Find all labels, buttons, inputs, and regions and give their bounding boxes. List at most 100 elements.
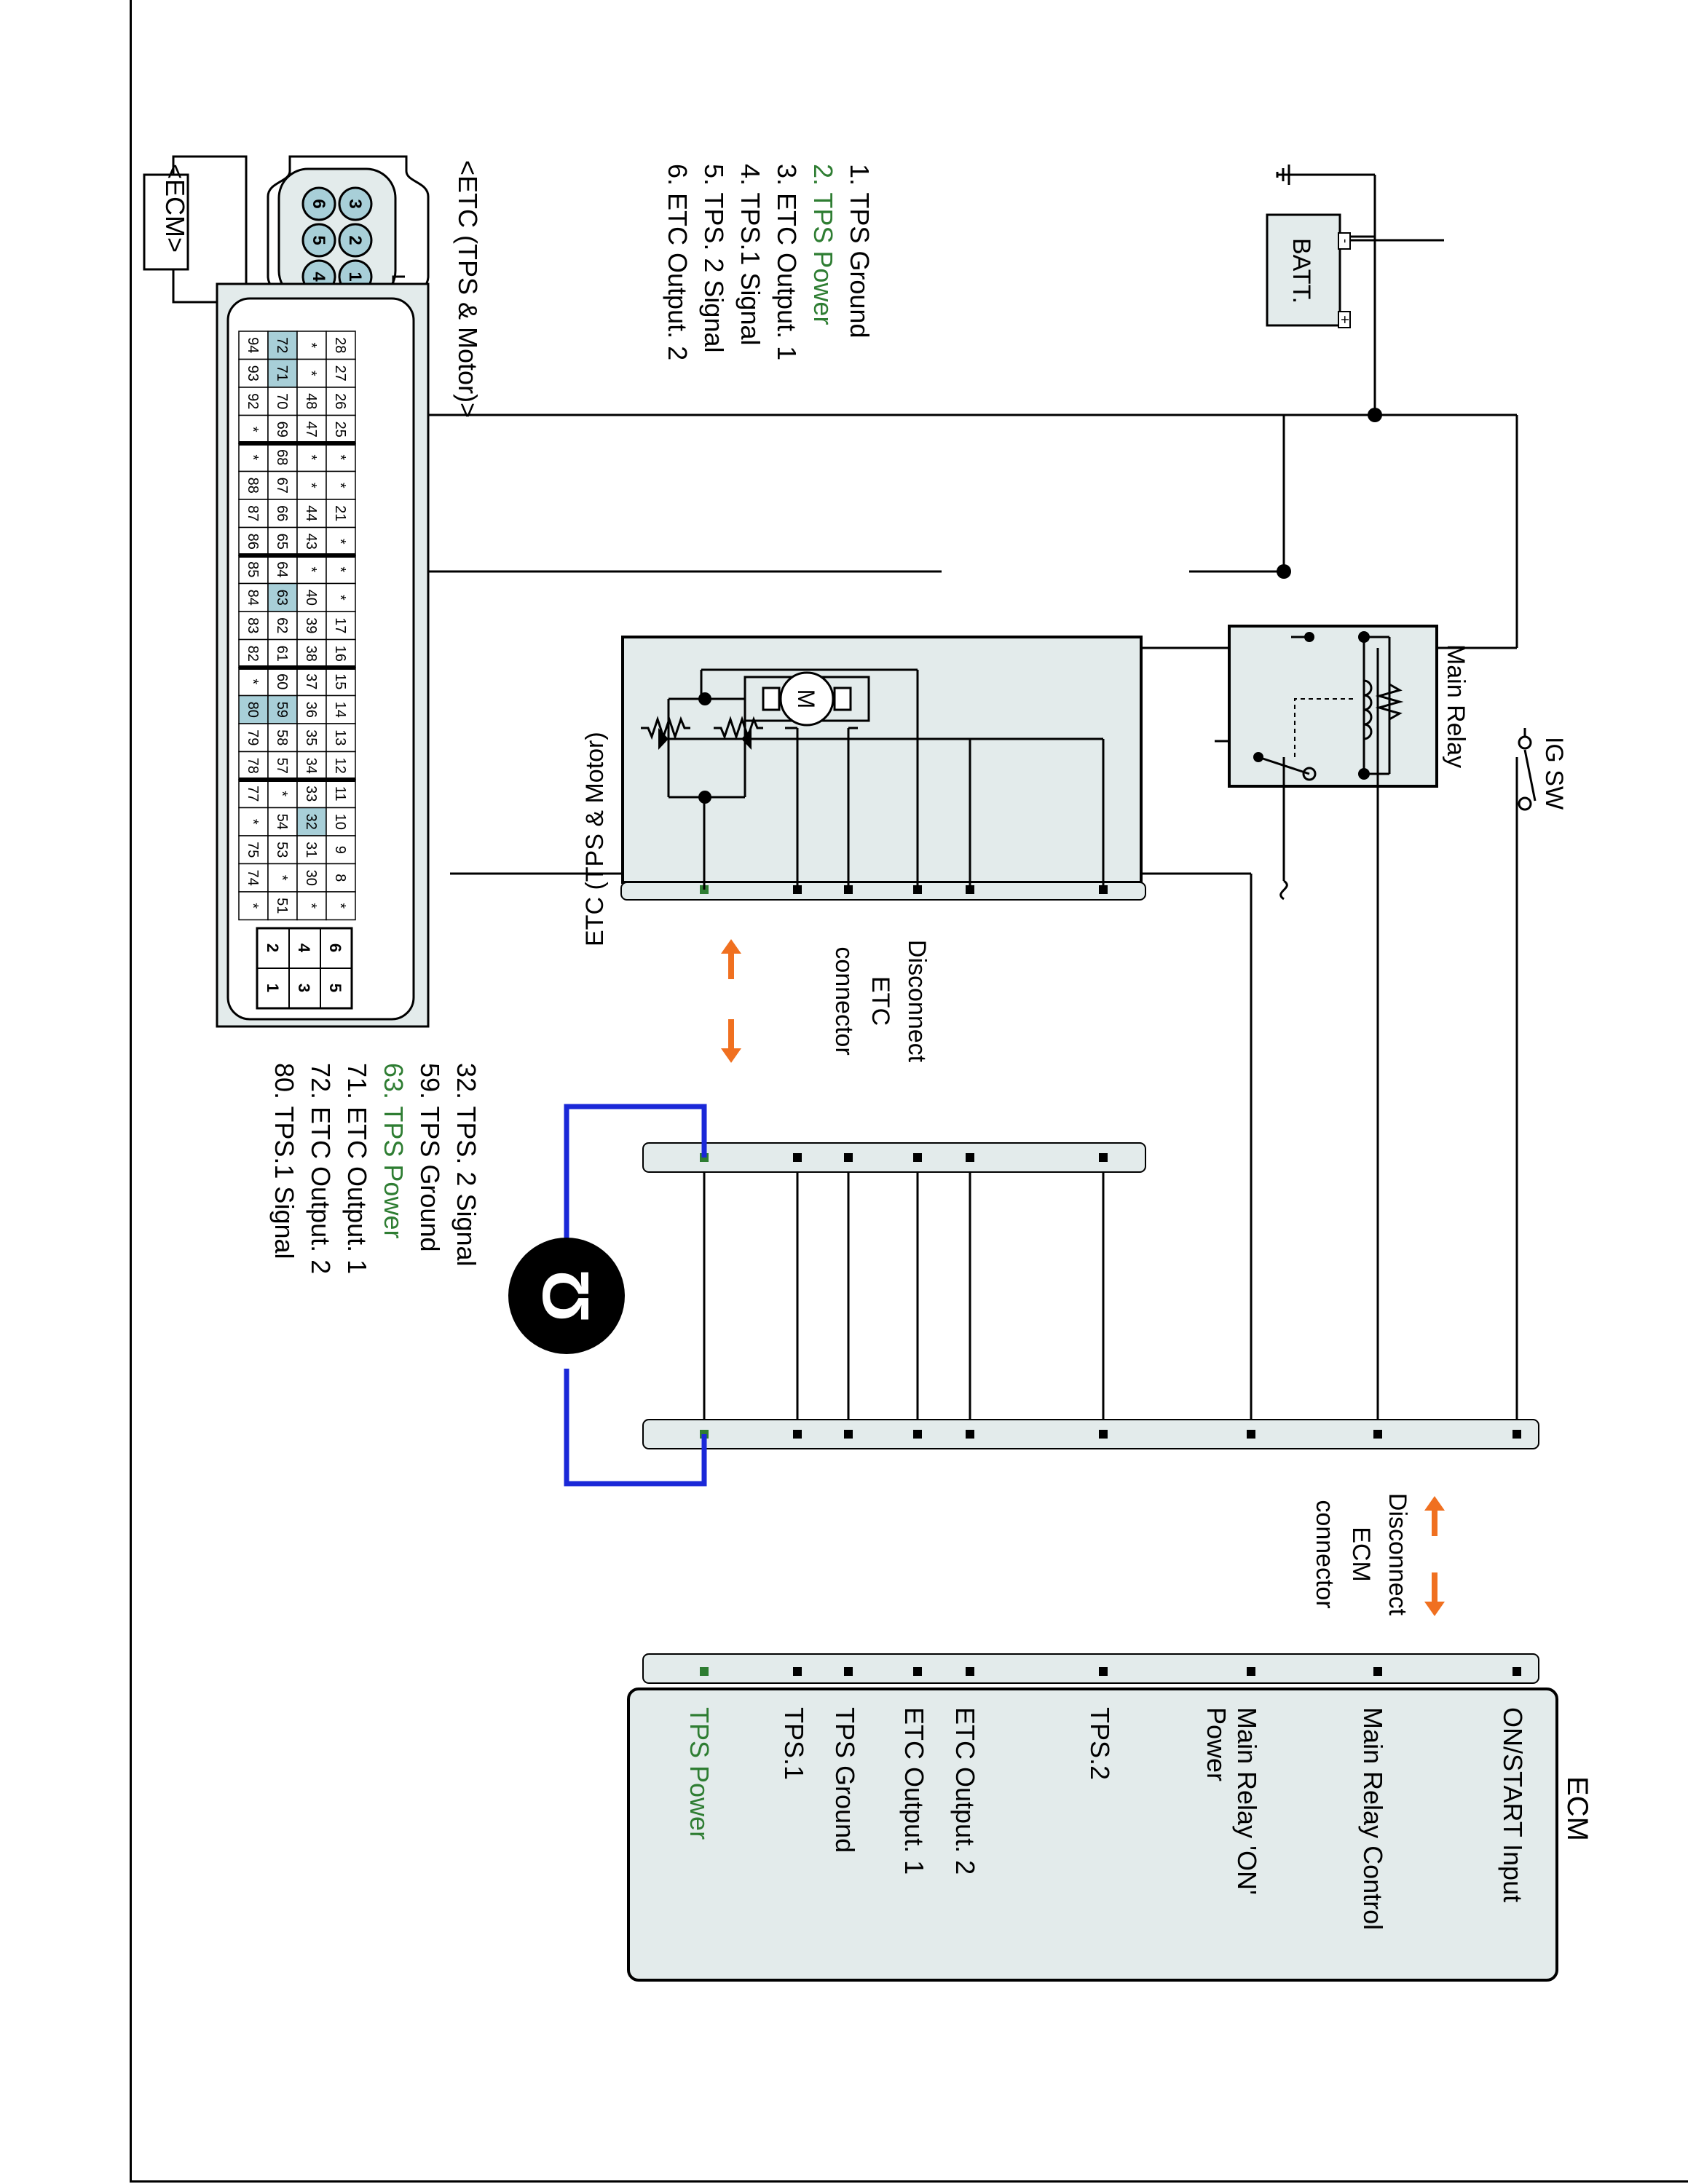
ecm-pin-number: *	[245, 903, 261, 909]
ecm-pin-number: *	[303, 566, 319, 572]
battery-minus-label: -	[1338, 239, 1353, 243]
ecm-pin-number: 84	[245, 590, 261, 606]
ecm-pin-number: *	[303, 371, 319, 376]
etc-pin-item: 3. ETC Output. 1	[772, 164, 802, 360]
ecm-pin-number: 25	[332, 422, 348, 438]
etc-disconnect-line: connector	[830, 946, 858, 1055]
ecm-pin-number: 74	[245, 870, 261, 886]
ecm-harness-connector	[642, 1419, 1539, 1449]
ecm-pin-number: 77	[245, 786, 261, 802]
ecm-pin-number: *	[332, 483, 348, 488]
ecm-pin-number: 75	[245, 842, 261, 858]
ecm-label-tps2: TPS.2	[1085, 1707, 1115, 1780]
ecm-label-on-start: ON/START Input	[1498, 1707, 1528, 1902]
ecm-pin-item: 80. TPS.1 Signal	[269, 1063, 299, 1259]
etc-face-pin: 1	[345, 272, 365, 281]
ecm-pin-number: *	[245, 454, 261, 460]
harness-wires	[703, 648, 1518, 1420]
ecm-pin-number: 62	[274, 617, 290, 633]
ecm-pin-number: 93	[245, 365, 261, 381]
relay-output-wire	[1279, 757, 1288, 901]
ecm-label-tps-ground: TPS Ground	[830, 1707, 860, 1853]
ecm-pin-number: 47	[303, 422, 319, 438]
ecm-small-pin: 1	[264, 984, 282, 992]
ecm-pin-number: *	[274, 791, 290, 796]
ecm-pin-number: *	[245, 819, 261, 825]
etc-face-pin: 2	[345, 235, 365, 245]
ecm-block: ECM ON/START Input Main Relay Control Ma…	[627, 1653, 1593, 1982]
ecm-pin-number: 14	[332, 702, 348, 718]
ecm-small-pin: 6	[326, 943, 344, 952]
ecm-grid-divider	[239, 778, 355, 782]
ecm-pin-number: 51	[274, 898, 290, 914]
ecm-disconnect-line: Disconnect	[1384, 1493, 1411, 1616]
ecm-pin-number: 37	[303, 673, 319, 689]
ecm-pin-number: 80	[245, 702, 261, 718]
ig-sw-label: IG SW	[1540, 737, 1568, 810]
ecm-pin-number: 15	[332, 673, 348, 689]
diagram-frame	[130, 0, 1688, 2183]
etc-pin-item: 4. TPS.1 Signal	[735, 164, 765, 346]
etc-face-pin: 3	[345, 199, 365, 208]
ecm-pin-number: 83	[245, 617, 261, 633]
ecm-pin-number: 68	[274, 449, 290, 465]
ohmmeter-leads	[564, 1104, 707, 1487]
ecm-pin-number: 86	[245, 534, 261, 550]
ecm-pin-number: 16	[332, 646, 348, 662]
ecm-pin-number: 8	[332, 874, 348, 882]
etc-disconnect-line: Disconnect	[903, 940, 931, 1063]
ecm-pin-number: 28	[332, 337, 348, 353]
etc-disconnect-line: ETC	[867, 976, 894, 1026]
ecm-pin-number: 27	[332, 365, 348, 381]
ecm-pin-number: 59	[274, 702, 290, 718]
ecm-pin-number: 71	[274, 365, 290, 381]
ignition-switch: IG SW	[1518, 728, 1568, 811]
etc-pin-item: 5. TPS. 2 Signal	[699, 164, 729, 353]
ecm-label-relay-on: Main Relay 'ON'	[1232, 1707, 1262, 1895]
etc-component-title: ETC (TPS & Motor)	[581, 732, 609, 946]
ecm-pin-number: 43	[303, 534, 319, 550]
etc-face-pin: 5	[309, 235, 328, 245]
ecm-pin-number: 65	[274, 534, 290, 550]
ecm-label-relay-on-2: Power	[1202, 1707, 1231, 1781]
ecm-pin-number: 88	[245, 478, 261, 494]
ecm-pin-number: 32	[303, 814, 319, 830]
ecm-pin-number: 10	[332, 814, 348, 830]
etc-pin-item: 6. ETC Output. 2	[663, 164, 693, 360]
ecm-pin-item: 72. ETC Output. 2	[306, 1063, 336, 1274]
ecm-disconnect-arrow-icon	[1424, 1496, 1445, 1616]
ecm-connector-title: <ECM>	[160, 164, 190, 253]
ecm-pin-item: 63. TPS Power	[379, 1063, 409, 1238]
ecm-pin-number: *	[332, 595, 348, 601]
ohmmeter-icon	[508, 1238, 625, 1354]
etc-connector-title: <ETC (TPS & Motor)>	[453, 160, 483, 418]
ecm-pin-number: 85	[245, 561, 261, 577]
ecm-pin-number: 11	[332, 786, 348, 802]
etc-disconnect-label: Disconnect ETC connector	[830, 940, 931, 1063]
ecm-pin-number: 21	[332, 505, 348, 521]
ecm-pin-number: 38	[303, 646, 319, 662]
ecm-pin-number: 40	[303, 590, 319, 606]
ecm-pin-number: 31	[303, 842, 319, 858]
ecm-pin-number: 79	[245, 729, 261, 745]
ecm-grid-divider	[239, 553, 355, 558]
ecm-pin-number: 35	[303, 729, 319, 745]
ecm-pin-number: 94	[245, 337, 261, 353]
ecm-label-tps-power: TPS Power	[685, 1707, 714, 1840]
ecm-pin-number: 13	[332, 729, 348, 745]
ecm-pin-number: 48	[303, 393, 319, 409]
ecm-pin-number: 87	[245, 505, 261, 521]
ecm-pin-number: 67	[274, 478, 290, 494]
etc-component: M ETC (TPS & Motor)	[581, 636, 1146, 946]
ecm-title: ECM	[1561, 1776, 1593, 1841]
ecm-label-tps1: TPS.1	[779, 1707, 809, 1780]
ecm-pin-number: *	[303, 342, 319, 348]
ecm-pin-cell	[326, 891, 356, 921]
etc-disconnect-arrow-icon	[721, 939, 741, 1063]
ecm-pin-number: 78	[245, 758, 261, 774]
ecm-label-etc-out1: ETC Output. 1	[899, 1707, 929, 1875]
ecm-pin-number: 57	[274, 758, 290, 774]
ecm-pin-number: 17	[332, 617, 348, 633]
